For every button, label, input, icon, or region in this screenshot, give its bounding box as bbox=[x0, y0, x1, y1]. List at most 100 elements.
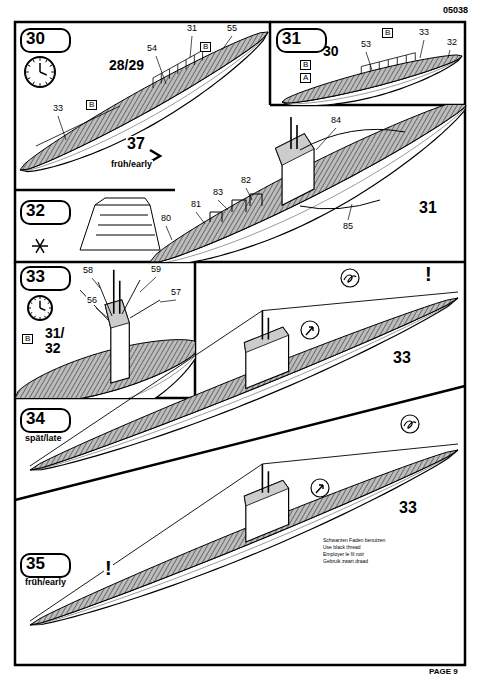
tower-top bbox=[244, 480, 288, 506]
callout-number: 80 bbox=[160, 214, 172, 223]
step-number: 30 bbox=[22, 30, 45, 49]
tower-top bbox=[276, 134, 315, 165]
callout-number: 84 bbox=[330, 116, 342, 125]
rail-post bbox=[169, 69, 170, 79]
decal-flag: B bbox=[86, 100, 97, 110]
part-number: 33 bbox=[398, 500, 418, 517]
callout-number: 31 bbox=[186, 24, 198, 33]
step-number: 31 bbox=[278, 30, 301, 49]
leader-line bbox=[166, 226, 172, 240]
page-number: PAGE 9 bbox=[428, 668, 459, 676]
conning-tower bbox=[244, 480, 288, 542]
callout-number: 53 bbox=[360, 40, 372, 49]
callout-number: 56 bbox=[86, 296, 98, 305]
step-number: 32 bbox=[22, 202, 45, 221]
periscope bbox=[262, 464, 268, 493]
leader-line bbox=[246, 188, 252, 200]
deck bbox=[150, 105, 465, 262]
callout-number: 33 bbox=[418, 28, 430, 37]
thread-icon bbox=[401, 415, 419, 433]
panel-frames bbox=[15, 22, 465, 665]
periscope bbox=[262, 311, 268, 340]
callout-number: 54 bbox=[146, 44, 158, 53]
step-badge: 35 bbox=[20, 553, 71, 578]
note-text: Employer le fil noir bbox=[322, 552, 365, 557]
warning-mark: ! bbox=[424, 264, 433, 285]
jumping-wire bbox=[30, 292, 458, 466]
rail-post bbox=[388, 60, 389, 68]
tower-top bbox=[105, 300, 129, 328]
rail-post bbox=[415, 53, 416, 61]
part-number: 31 bbox=[418, 200, 438, 217]
part-number: 37 bbox=[126, 136, 146, 153]
deck bbox=[282, 55, 462, 103]
hull bbox=[150, 105, 465, 262]
tower-top bbox=[244, 327, 288, 352]
step-badge: 30 bbox=[20, 28, 71, 53]
part-number: 33 bbox=[392, 350, 412, 367]
step-badge: 34 bbox=[20, 408, 71, 433]
step-number: 34 bbox=[22, 410, 45, 429]
step-31-art bbox=[282, 53, 462, 105]
rail bbox=[361, 53, 415, 67]
step-number: 35 bbox=[22, 555, 45, 574]
callout-number: 32 bbox=[446, 38, 458, 47]
callout-number: 82 bbox=[240, 176, 252, 185]
conning-tower bbox=[276, 134, 315, 205]
conning-tower bbox=[244, 327, 288, 388]
callout-number: 58 bbox=[82, 266, 94, 275]
leader-line bbox=[366, 52, 372, 70]
deck bbox=[30, 298, 458, 470]
rail-post bbox=[186, 60, 187, 70]
version-note: spät/late bbox=[24, 434, 63, 443]
step-35-art bbox=[30, 444, 458, 625]
step-badge: 32 bbox=[20, 200, 71, 225]
deck bbox=[15, 340, 195, 398]
callout-number: 83 bbox=[212, 188, 224, 197]
warning-mark: ! bbox=[104, 558, 113, 579]
rail-post bbox=[152, 78, 153, 88]
leader-line bbox=[348, 204, 352, 220]
decal-flag: A bbox=[300, 73, 311, 83]
leader-line bbox=[420, 40, 424, 58]
callout-number: 57 bbox=[170, 288, 182, 297]
leader-line bbox=[222, 36, 232, 50]
note-text: Gebruik zwart draad bbox=[322, 559, 369, 564]
version-note: früh/early bbox=[24, 578, 67, 587]
hull-line bbox=[30, 298, 458, 470]
conning-tower bbox=[105, 300, 129, 383]
step-badge: 33 bbox=[20, 266, 71, 291]
attach-icon bbox=[301, 321, 319, 339]
decal-flag: B bbox=[22, 334, 33, 344]
callout-number: 85 bbox=[342, 222, 354, 231]
note-text: Schwarzen Faden benutzen bbox=[322, 538, 386, 543]
leader-line bbox=[160, 300, 176, 302]
decal-flag: B bbox=[200, 42, 211, 52]
leader-line bbox=[92, 278, 100, 288]
leader-line bbox=[316, 128, 336, 150]
leader-line bbox=[96, 308, 108, 318]
leader-line bbox=[448, 50, 450, 58]
rail bbox=[153, 50, 203, 78]
leader-line bbox=[196, 212, 205, 224]
hull-line bbox=[150, 105, 465, 262]
leader-line bbox=[140, 277, 156, 292]
callout-number: 59 bbox=[150, 265, 162, 274]
leader-line bbox=[58, 116, 66, 140]
hull bbox=[30, 298, 458, 470]
callout-number: 55 bbox=[226, 24, 238, 33]
rail-post bbox=[361, 67, 362, 75]
callout-number: 33 bbox=[52, 104, 64, 113]
step-34-art bbox=[30, 292, 458, 470]
rail-post bbox=[161, 73, 162, 83]
note-text: Use black thread bbox=[322, 545, 362, 550]
drying-clock bbox=[25, 57, 55, 87]
attach-icon bbox=[311, 479, 329, 497]
step-number: 33 bbox=[22, 268, 45, 287]
version-note: früh/early bbox=[110, 160, 153, 169]
rail-post bbox=[177, 64, 178, 74]
step-32-art bbox=[150, 105, 465, 262]
drying-clock bbox=[28, 296, 52, 320]
